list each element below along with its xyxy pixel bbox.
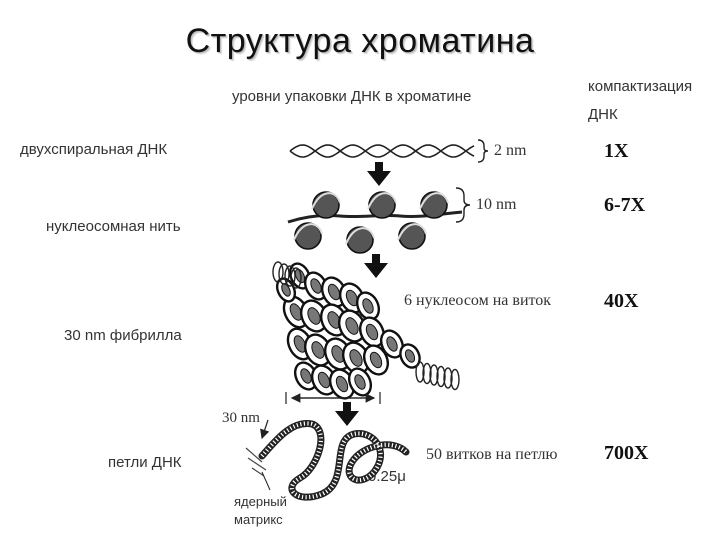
30nm-fibril — [272, 261, 460, 400]
brace-10nm — [455, 187, 471, 223]
brace-2nm — [477, 139, 489, 163]
fibril-ring-core — [300, 368, 312, 384]
fibril-ring-core — [354, 374, 366, 390]
fibril-ring-core — [294, 268, 306, 284]
fibril-ring-core — [365, 323, 379, 341]
dna-wrap — [311, 192, 341, 210]
levels-header: уровни упаковки ДНК в хроматине — [232, 88, 472, 105]
dna-wrap — [345, 227, 375, 245]
dna-loop — [245, 420, 410, 501]
row-label-dna-loops: петли ДНК — [108, 454, 182, 471]
fibril-ring-core — [307, 307, 321, 325]
fibril-ring-core — [317, 371, 331, 389]
fibril-tail-ring — [436, 365, 446, 388]
fibril-tail-ring — [422, 362, 432, 385]
fibril-head-ring — [278, 263, 290, 285]
nucleosome-fiber — [287, 191, 463, 254]
row-label-nucleosome-fiber: нуклеосомная нить — [46, 218, 181, 235]
factor-6-7x: 6-7X — [604, 194, 646, 216]
down-arrow-1 — [367, 162, 391, 186]
dimension-2nm: 2 nm — [494, 142, 527, 159]
factor-40x: 40X — [604, 290, 639, 312]
down-arrow-3 — [335, 402, 359, 426]
fibril-head-ring — [272, 261, 284, 283]
fibril-width-indicator — [260, 392, 381, 440]
fibril-tail-ring — [429, 364, 439, 386]
fibril-ring-core — [293, 335, 307, 353]
dna-wrap — [397, 223, 427, 241]
fibril-ring-core — [327, 283, 341, 301]
fibril-ring-core — [386, 336, 398, 352]
factor-700x: 700X — [604, 442, 649, 464]
dna-wrap — [293, 223, 323, 241]
fibril-ring-core — [310, 278, 322, 294]
slide-title: Структура хроматина — [185, 22, 535, 60]
row-label-30nm-fibril: 30 nm фибрилла — [64, 327, 182, 344]
fibril-ring-core — [362, 298, 374, 314]
fibril-ring-core — [349, 349, 363, 367]
dimension-6-nucleosomes: 6 нуклеосом на виток — [404, 292, 552, 309]
matrix-label-line2: матрикс — [234, 512, 283, 527]
fibril-tail-ring — [450, 368, 460, 391]
fibril-width-label: 30 nm — [222, 410, 260, 426]
matrix-label-line1: ядерный — [234, 494, 287, 509]
factor-1x: 1X — [604, 140, 629, 162]
double-helix-dna — [289, 144, 475, 158]
fibril-ring-core — [345, 289, 359, 307]
down-arrow-2 — [364, 254, 388, 278]
dna-wrap — [419, 192, 449, 210]
fibril-ring-core — [335, 375, 349, 393]
nuclear-matrix — [245, 447, 267, 477]
fibril-tail-ring — [443, 367, 453, 389]
fibril-ring-core — [404, 349, 416, 363]
dna-wrap — [367, 192, 397, 210]
fibril-ring-core — [345, 317, 359, 335]
fibril-tail-ring — [415, 361, 425, 383]
row-label-double-helix: двухспиральная ДНК — [20, 141, 168, 158]
fibril-head-ring — [284, 265, 296, 287]
fibril-ring-core — [311, 341, 325, 359]
compaction-header-line1: компактизация — [588, 78, 693, 95]
dimension-50-turns: 50 витков на петлю — [426, 446, 558, 463]
fibril-head-ring — [290, 267, 302, 289]
compaction-header-line2: ДНК — [588, 106, 618, 123]
dimension-10nm: 10 nm — [476, 196, 517, 213]
fibril-ring-core — [369, 351, 383, 369]
